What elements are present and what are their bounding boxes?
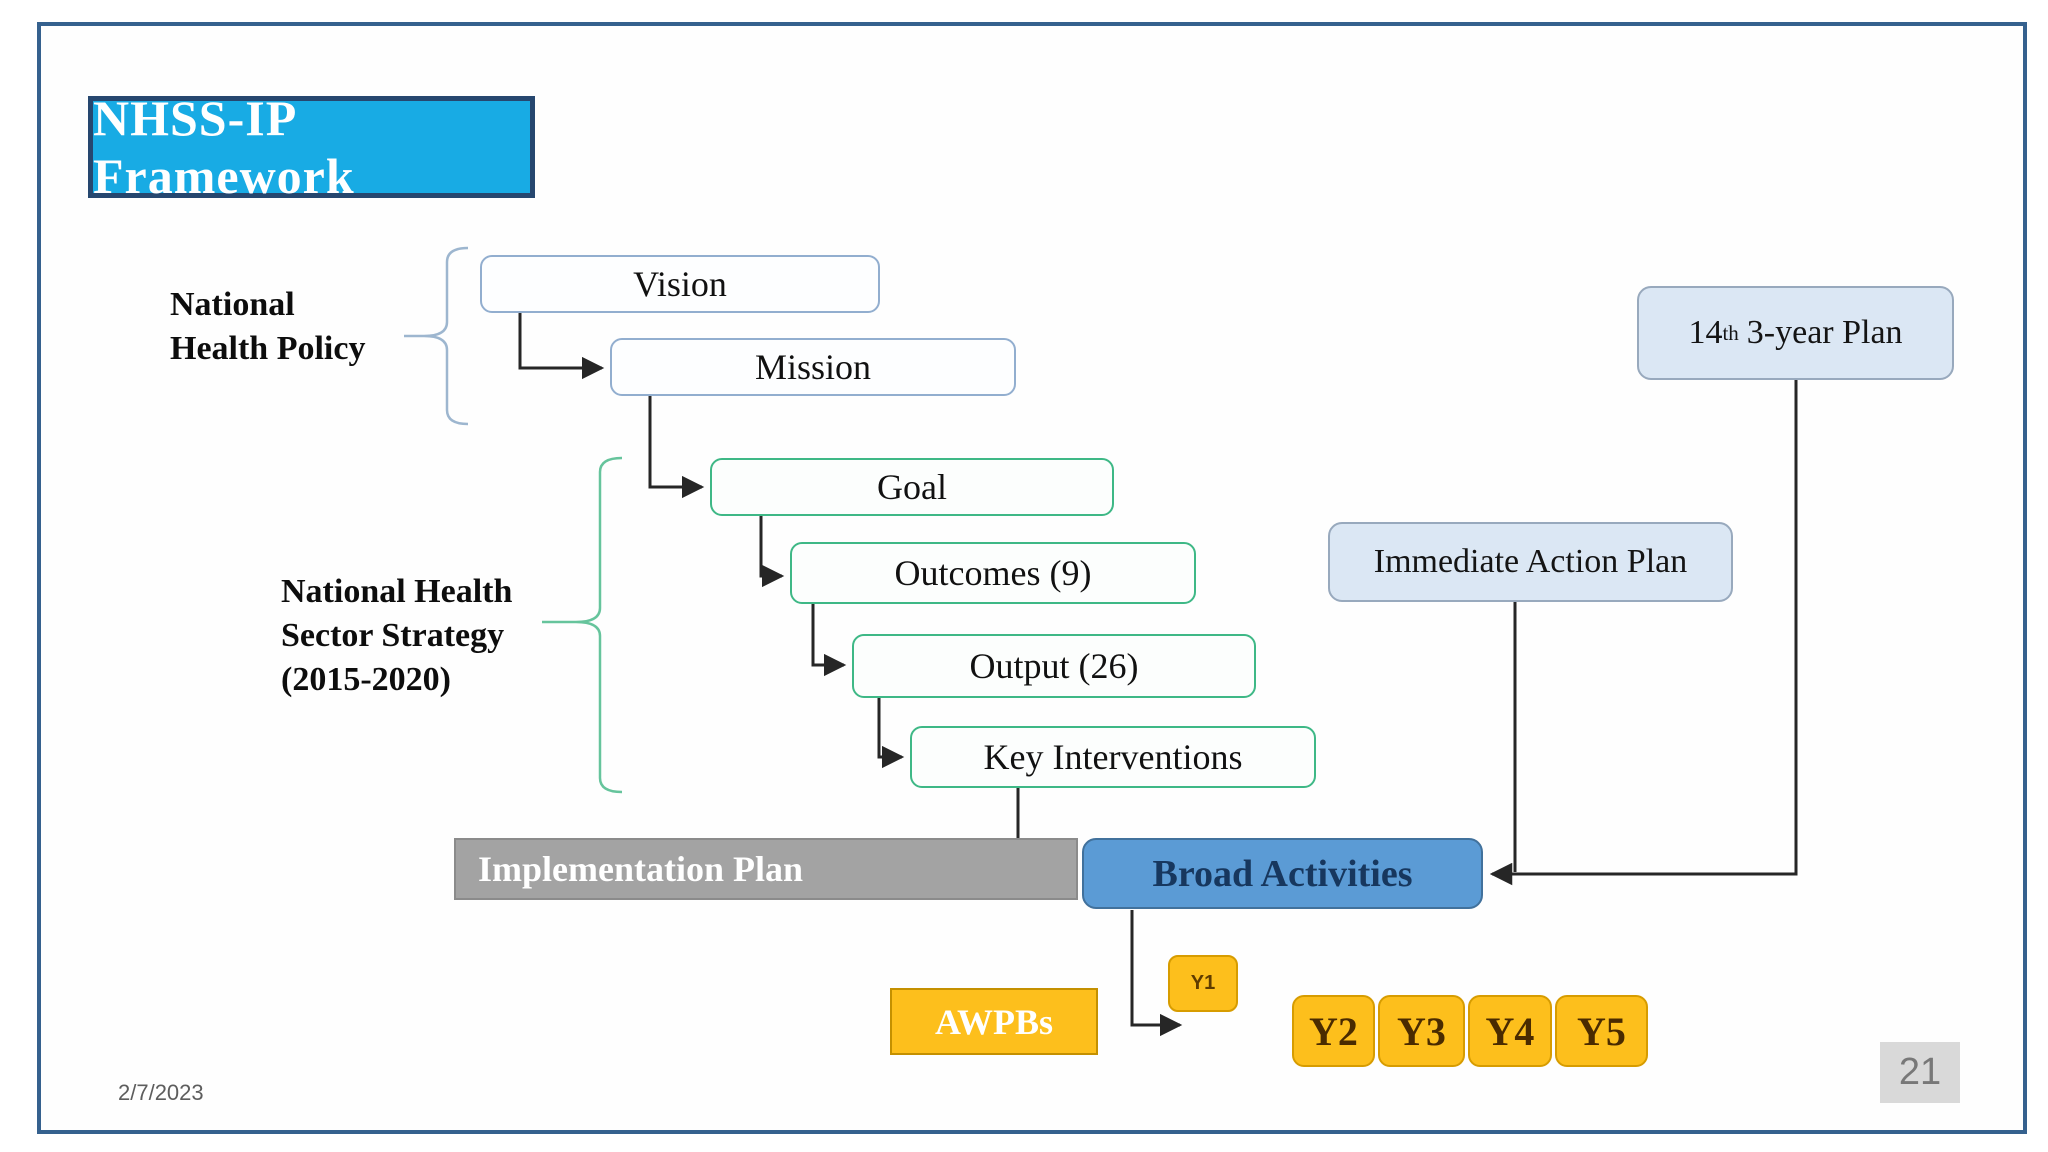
label-nhss: National Health Sector Strategy (2015-20…	[281, 570, 512, 703]
box-goal: Goal	[710, 458, 1114, 516]
label-nhss-line3: (2015-2020)	[281, 661, 451, 699]
box-year-y1: Y1	[1168, 955, 1238, 1012]
slide-title: NHSS-IP Framework	[88, 90, 535, 204]
slide-date: 2/7/2023	[118, 1080, 204, 1105]
box-outcomes: Outcomes (9)	[790, 542, 1196, 604]
bar-implementation-plan: Implementation Plan	[454, 838, 1078, 900]
box-year-y2: Y2	[1292, 995, 1375, 1067]
label-nhss-line1: National Health	[281, 573, 513, 610]
box-immediate-action-plan: Immediate Action Plan	[1328, 522, 1733, 602]
box-year-y4: Y4	[1468, 995, 1552, 1067]
label-nhp-line1: National	[170, 286, 295, 323]
box-broad-activities: Broad Activities	[1082, 838, 1483, 909]
box-key-interventions: Key Interventions	[910, 726, 1316, 788]
label-national-health-policy: National Health Policy	[170, 283, 365, 371]
label-nhp-line2: Health Policy	[170, 330, 366, 368]
plan14-number: 14	[1688, 314, 1723, 351]
box-awpbs: AWPBs	[890, 988, 1098, 1055]
box-output: Output (26)	[852, 634, 1256, 698]
box-year-y5: Y5	[1555, 995, 1648, 1067]
page-number-badge: 21	[1880, 1042, 1960, 1103]
label-nhss-line2: Sector Strategy	[281, 617, 505, 655]
box-year-y3: Y3	[1378, 995, 1465, 1067]
box-mission: Mission	[610, 338, 1016, 396]
box-vision: Vision	[480, 255, 880, 313]
plan14-text: 3-year Plan	[1746, 314, 1903, 351]
